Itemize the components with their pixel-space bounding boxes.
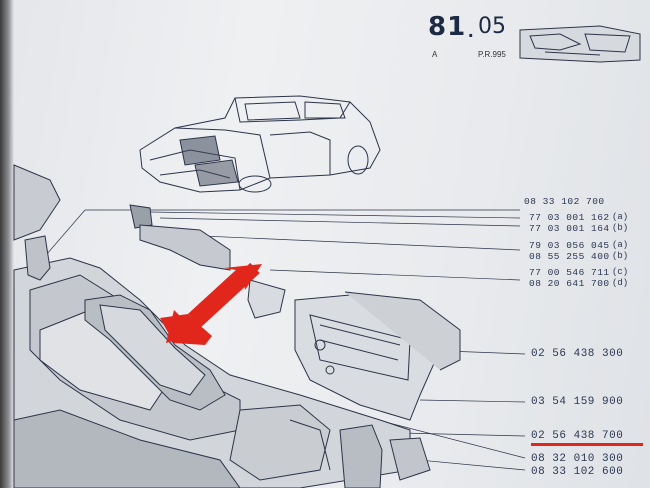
variant-label: (d) xyxy=(612,278,629,288)
part-number: 08 55 255 400 xyxy=(529,251,610,262)
page-label-pr: P.R.995 xyxy=(478,50,506,59)
variant-label: (c) xyxy=(612,267,629,277)
variant-label: (b) xyxy=(612,223,629,233)
page-edge-shadow xyxy=(0,0,14,488)
floor-pan-structure xyxy=(13,164,431,488)
part-number: 77 03 001 164 xyxy=(529,223,610,234)
page-dot: . xyxy=(468,20,474,42)
part-number: 08 33 102 700 xyxy=(524,196,605,207)
part-number: 77 00 546 711 xyxy=(529,267,610,278)
page-label-a: A xyxy=(432,50,438,59)
page-number: 81 xyxy=(428,12,467,42)
part-number: 79 03 056 045 xyxy=(529,240,610,251)
part-number-highlighted: 02 56 438 700 xyxy=(531,430,624,442)
part-number: 02 56 438 300 xyxy=(531,348,624,360)
variant-label: (a) xyxy=(612,212,629,222)
red-arrow-icon xyxy=(160,262,262,345)
variant-label: (a) xyxy=(612,240,629,250)
part-number: 08 20 641 700 xyxy=(529,278,610,289)
part-number: 08 33 102 600 xyxy=(531,466,624,478)
part-number: 77 03 001 162 xyxy=(529,212,610,223)
floor-panel xyxy=(294,291,461,421)
page-section: 05 xyxy=(478,14,506,39)
highlight-underline xyxy=(531,443,643,446)
part-number: 08 32 010 300 xyxy=(531,453,624,465)
variant-label: (b) xyxy=(612,251,629,261)
thumbnail-diagram xyxy=(519,25,641,63)
car-illustration xyxy=(139,95,381,193)
part-number: 03 54 159 900 xyxy=(531,396,624,408)
